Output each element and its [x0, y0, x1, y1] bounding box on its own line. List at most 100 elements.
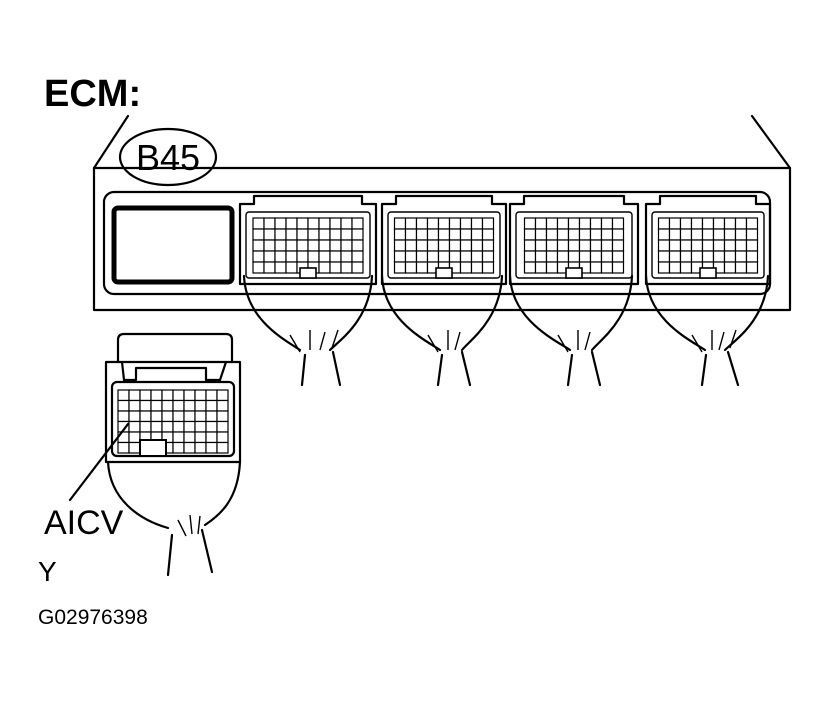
ecm-terminal: [657, 228, 671, 241]
ecm-terminal: [690, 217, 704, 230]
ecm-terminal: [712, 250, 726, 263]
ecm-terminal: [274, 250, 287, 263]
harness-terminal: [172, 399, 185, 412]
ecm-terminal: [415, 217, 429, 230]
harness-terminal: [216, 389, 229, 402]
ecm-terminal: [578, 228, 592, 241]
ecm-terminal: [318, 250, 331, 263]
ecm-terminal: [712, 228, 726, 241]
ecm-terminal: [470, 228, 484, 241]
harness-terminal: [117, 399, 130, 412]
ecm-terminal: [745, 250, 759, 263]
figure-id: G02976398: [38, 606, 148, 629]
ecm-terminal: [734, 239, 748, 252]
harness-terminal: [205, 410, 218, 423]
ecm-terminal: [318, 228, 331, 241]
ecm-terminal: [668, 250, 682, 263]
harness-terminal: [205, 420, 218, 433]
ecm-terminal: [745, 228, 759, 241]
ecm-terminal: [470, 250, 484, 263]
ecm-terminal: [393, 239, 407, 252]
ecm-terminal: [481, 217, 495, 230]
harness-terminal: [128, 410, 141, 423]
harness-terminal: [172, 410, 185, 423]
ecm-terminal: [611, 228, 625, 241]
ecm-terminal: [274, 228, 287, 241]
connector-code-label: B45: [136, 137, 200, 178]
harness-terminal: [172, 431, 185, 444]
ecm-terminal: [600, 239, 614, 252]
ecm-terminal: [600, 250, 614, 263]
ecm-terminal: [745, 239, 759, 252]
ecm-terminal: [534, 261, 548, 274]
harness-terminal: [194, 389, 207, 402]
ecm-connector-1: [238, 194, 378, 286]
harness-terminal: [128, 420, 141, 433]
ecm-terminal: [415, 228, 429, 241]
ecm-terminal: [589, 250, 603, 263]
ecm-terminal: [589, 261, 603, 274]
ecm-terminal: [578, 250, 592, 263]
ecm-terminal: [393, 228, 407, 241]
ecm-connector-group: [238, 194, 772, 286]
ecm-terminal: [415, 239, 429, 252]
ecm-terminal: [263, 261, 276, 274]
ecm-terminal: [285, 228, 298, 241]
ecm-connector-2: [380, 194, 508, 286]
ecm-terminal: [668, 228, 682, 241]
harness-terminal: [183, 431, 196, 444]
ecm-terminal: [393, 250, 407, 263]
ecm-terminal: [263, 228, 276, 241]
ecm-terminal: [567, 217, 581, 230]
ecm-terminal: [296, 228, 309, 241]
harness-terminal: [139, 399, 152, 412]
harness-terminal: [183, 389, 196, 402]
ecm-terminal: [459, 217, 473, 230]
ecm-terminal: [578, 239, 592, 252]
ecm-terminal: [437, 228, 451, 241]
harness-terminal: [172, 420, 185, 433]
ecm-terminal: [252, 217, 265, 230]
harness-terminal: [194, 441, 207, 454]
harness-terminal: [194, 431, 207, 444]
ecm-terminal: [285, 217, 298, 230]
harness-terminal: [194, 420, 207, 433]
harness-terminal: [183, 399, 196, 412]
ecm-terminal: [723, 250, 737, 263]
ecm-terminal: [723, 239, 737, 252]
ecm-terminal: [545, 250, 559, 263]
ecm-terminal: [448, 250, 462, 263]
ecm-terminal: [252, 239, 265, 252]
harness-terminal: [128, 389, 141, 402]
ecm-terminal: [745, 217, 759, 230]
ecm-terminal: [545, 228, 559, 241]
wire-color-label: Y: [38, 556, 57, 587]
ecm-terminal: [296, 239, 309, 252]
ecm-terminal: [404, 250, 418, 263]
ecm-terminal: [404, 261, 418, 274]
ecm-terminal: [734, 261, 748, 274]
ecm-terminal: [534, 239, 548, 252]
ecm-terminal: [285, 239, 298, 252]
ecm-terminal: [523, 217, 537, 230]
ecm-connector-3: [508, 194, 640, 286]
ecm-terminal: [263, 217, 276, 230]
ecm-terminal: [426, 228, 440, 241]
ecm-terminal: [340, 250, 353, 263]
ecm-terminal: [340, 228, 353, 241]
ecm-terminal: [701, 228, 715, 241]
ecm-terminal: [611, 217, 625, 230]
ecm-terminal: [523, 228, 537, 241]
ecm-terminal: [567, 239, 581, 252]
ecm-terminal: [285, 250, 298, 263]
ecm-terminal: [734, 250, 748, 263]
ecm-terminal: [734, 228, 748, 241]
ecm-connector-4: [644, 194, 772, 286]
ecm-terminal: [534, 217, 548, 230]
ecm-terminal: [723, 217, 737, 230]
harness-terminal: [150, 410, 163, 423]
ecm-terminal: [567, 250, 581, 263]
ecm-terminal: [481, 239, 495, 252]
ecm-terminal: [296, 217, 309, 230]
